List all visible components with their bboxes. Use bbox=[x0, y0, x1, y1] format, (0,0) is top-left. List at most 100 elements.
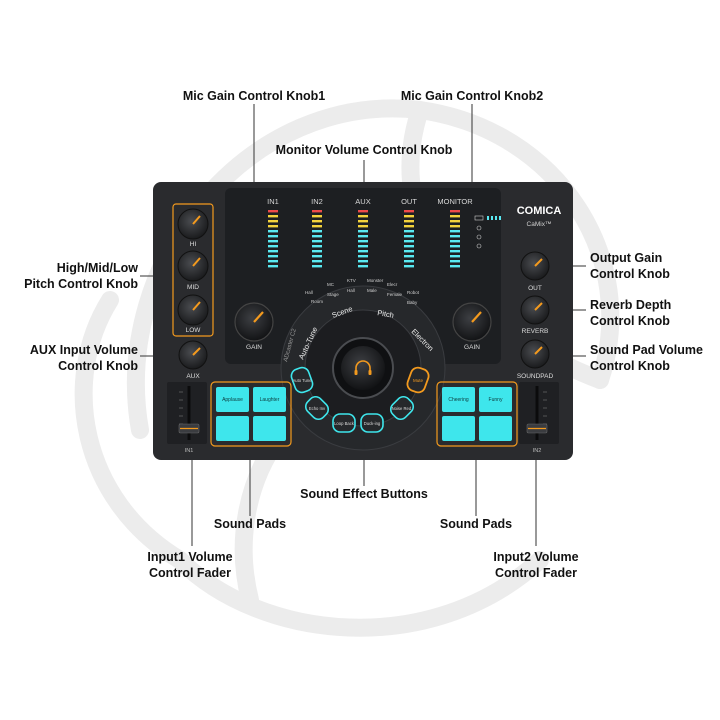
meter-segment bbox=[358, 265, 368, 268]
meter-segment bbox=[450, 225, 460, 228]
meter-segment bbox=[312, 210, 322, 213]
meter-segment bbox=[404, 265, 414, 268]
meter-segment bbox=[358, 230, 368, 233]
reverb-label: REVERB bbox=[522, 328, 549, 335]
headphone-icon bbox=[354, 360, 372, 375]
effect-button-loop-back[interactable]: Loop Back bbox=[332, 413, 356, 433]
meter-segment bbox=[358, 245, 368, 248]
meter-segment bbox=[450, 220, 460, 223]
meter-segment bbox=[312, 240, 322, 243]
ring-label-pitch: Pitch bbox=[377, 308, 395, 320]
meter-segment bbox=[268, 255, 278, 258]
reverb-knob[interactable] bbox=[520, 295, 550, 325]
sound-pad-cheering[interactable]: Cheering bbox=[442, 387, 475, 412]
meter-segment bbox=[358, 260, 368, 263]
meter-segment bbox=[268, 215, 278, 218]
effect-button-echo-inv[interactable]: Echo Inv bbox=[303, 394, 331, 422]
meter-segment bbox=[268, 225, 278, 228]
sound-pad-applause[interactable]: Applause bbox=[216, 387, 249, 412]
callout-output-line2: Control Knob bbox=[590, 267, 670, 281]
meter-segment bbox=[450, 260, 460, 263]
low-label: LOW bbox=[186, 327, 202, 334]
effect-label-ducking: Duck-ing bbox=[364, 421, 381, 426]
scene-item-9: Elecr bbox=[387, 282, 398, 287]
status-indicators bbox=[474, 215, 501, 249]
scene-item-5: KTV bbox=[347, 278, 356, 283]
meter-segment bbox=[268, 260, 278, 263]
input2-fader[interactable] bbox=[519, 382, 559, 444]
callout-input2-line1: Input2 Volume bbox=[493, 550, 579, 564]
meter-segment bbox=[312, 245, 322, 248]
sound-pad-funny[interactable]: Funny bbox=[479, 387, 512, 412]
meter-segment bbox=[404, 220, 414, 223]
meter-segment bbox=[268, 245, 278, 248]
sound-pad-left-4[interactable] bbox=[253, 416, 286, 441]
callout-soundpad-line1: Sound Pad Volume bbox=[590, 343, 703, 357]
meter-segment bbox=[268, 230, 278, 233]
meter-segment bbox=[358, 220, 368, 223]
effect-button-auto-tune[interactable]: Auto Tune bbox=[289, 366, 314, 395]
gain-knob-left[interactable] bbox=[234, 302, 274, 342]
hi-knob[interactable] bbox=[177, 208, 209, 240]
meter-segment bbox=[404, 235, 414, 238]
meter-segment bbox=[450, 255, 460, 258]
gain-left-label: GAIN bbox=[246, 344, 262, 351]
effect-label-echo-inv: Echo Inv bbox=[309, 406, 326, 411]
pad-label-cheering: Cheering bbox=[448, 397, 469, 403]
audio-mixer-device: IN1 IN2 AUX OUT MONITOR COMICA CaMix™ HI… bbox=[153, 182, 573, 460]
callout-soundpad-volume: Sound Pad Volume Control Knob bbox=[590, 342, 703, 374]
mid-knob[interactable] bbox=[177, 250, 209, 282]
meter-segment bbox=[268, 250, 278, 253]
sound-pad-left-3[interactable] bbox=[216, 416, 249, 441]
meter-segment bbox=[404, 260, 414, 263]
callout-high-mid-low: High/Mid/Low Pitch Control Knob bbox=[10, 260, 138, 292]
sound-pad-right-4[interactable] bbox=[479, 416, 512, 441]
meter-segment bbox=[404, 210, 414, 213]
scene-item-12: Baby bbox=[407, 300, 418, 305]
pad-label-laughter: Laughter bbox=[260, 397, 280, 403]
eq-group-outline bbox=[172, 203, 214, 337]
meter-segment bbox=[268, 265, 278, 268]
mute-button[interactable]: Mute bbox=[405, 366, 430, 395]
callout-input2-line2: Control Fader bbox=[495, 566, 577, 580]
out-knob[interactable] bbox=[520, 251, 550, 281]
scene-item-10: Female bbox=[387, 292, 403, 297]
callout-reverb-line2: Control Knob bbox=[590, 314, 670, 328]
mute-label: Mute bbox=[413, 378, 424, 383]
callout-aux-line2: Control Knob bbox=[58, 359, 138, 373]
meter-segment bbox=[450, 230, 460, 233]
mid-label: MID bbox=[187, 284, 199, 291]
low-knob[interactable] bbox=[177, 294, 209, 326]
meter-segment bbox=[404, 250, 414, 253]
scene-item-6: Hall bbox=[347, 288, 355, 293]
callout-input2-fader: Input2 Volume Control Fader bbox=[476, 549, 596, 581]
effect-button-noise-red[interactable]: Noise Red. bbox=[388, 394, 416, 422]
effect-button-ducking[interactable]: Duck-ing bbox=[360, 413, 384, 433]
gain-knob-right[interactable] bbox=[452, 302, 492, 342]
level-meters bbox=[268, 210, 460, 268]
aux-knob[interactable] bbox=[178, 340, 208, 370]
meter-label-in1: IN1 bbox=[267, 197, 279, 206]
scene-item-2: Room bbox=[311, 299, 323, 304]
soundpad-label: SOUNDPAD bbox=[517, 373, 554, 380]
model-name: CaMix™ bbox=[527, 221, 552, 228]
out-label: OUT bbox=[528, 285, 542, 292]
scene-item-1: Hall bbox=[305, 290, 313, 295]
input1-fader[interactable] bbox=[167, 382, 207, 444]
monitor-volume-knob[interactable] bbox=[332, 337, 394, 399]
meter-segment bbox=[268, 240, 278, 243]
meter-segment bbox=[312, 235, 322, 238]
meter-segment bbox=[312, 230, 322, 233]
meter-segment bbox=[404, 230, 414, 233]
meter-segment bbox=[358, 250, 368, 253]
soundpad-knob[interactable] bbox=[520, 339, 550, 369]
meter-segment bbox=[268, 210, 278, 213]
scene-item-11: Robot bbox=[407, 290, 420, 295]
sound-pad-laughter[interactable]: Laughter bbox=[253, 387, 286, 412]
sound-pad-right-3[interactable] bbox=[442, 416, 475, 441]
meter-segment bbox=[450, 245, 460, 248]
callout-mic-gain-1: Mic Gain Control Knob1 bbox=[182, 89, 326, 103]
meter-segment bbox=[404, 240, 414, 243]
meter-segment bbox=[312, 260, 322, 263]
meter-label-out: OUT bbox=[401, 197, 417, 206]
